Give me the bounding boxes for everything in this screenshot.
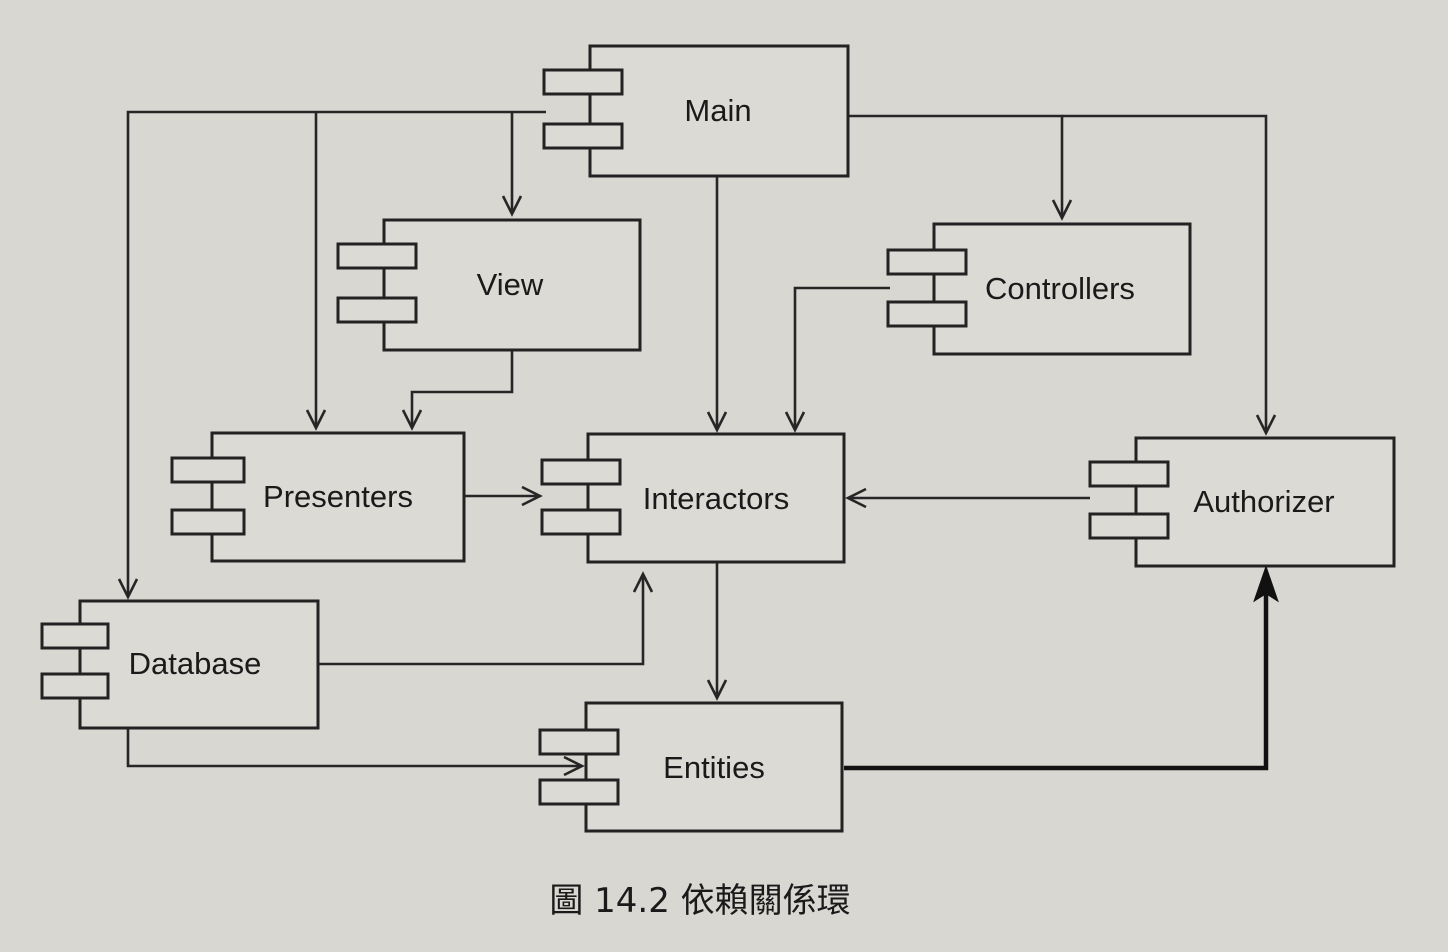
edge-entities-to-authorizer <box>844 590 1269 771</box>
component-tab <box>886 300 968 328</box>
component-body <box>382 218 642 352</box>
arrowhead-presenters-to-interactors <box>521 485 543 507</box>
edge-main-to-authorizer <box>1062 114 1268 433</box>
arrowhead-view-to-presenters <box>401 409 423 431</box>
component-controllers: Controllers <box>886 222 1192 356</box>
edge-main-to-controllers <box>848 114 1064 218</box>
component-tab <box>538 778 620 806</box>
arrowhead-main-to-interactors <box>706 411 728 433</box>
component-entities: Entities <box>538 701 844 833</box>
component-body <box>584 701 844 833</box>
nodes: Main View Controllers Presenters <box>40 44 1396 833</box>
edges <box>117 110 1279 777</box>
component-body <box>78 599 320 730</box>
component-tab <box>886 248 968 276</box>
component-tab <box>170 456 246 484</box>
arrowhead-entities-to-authorizer <box>1253 564 1279 603</box>
component-database: Database <box>40 599 320 730</box>
node-label-entities: Entities <box>663 750 765 785</box>
component-tab <box>540 508 622 536</box>
component-authorizer: Authorizer <box>1088 436 1396 568</box>
edge-main-to-database <box>126 110 546 597</box>
component-tab <box>540 458 622 486</box>
arrowhead-authorizer-to-interactors <box>845 487 867 509</box>
arrowhead-database-to-interactors <box>632 571 654 593</box>
component-body <box>586 432 846 564</box>
component-tab <box>170 508 246 536</box>
node-label-presenters: Presenters <box>263 479 413 514</box>
arrowhead-main-to-presenters <box>305 409 327 431</box>
component-presenters: Presenters <box>170 431 466 563</box>
arrowhead-database-to-entities <box>563 755 585 777</box>
component-body <box>932 222 1192 356</box>
arrowhead-main-to-controllers <box>1051 199 1073 221</box>
figure-caption: 圖 14.2 依賴關係環 <box>549 881 850 921</box>
edge-database-to-interactors <box>318 574 645 666</box>
arrowhead-main-to-authorizer <box>1255 414 1277 436</box>
component-body <box>1134 436 1396 568</box>
node-label-authorizer: Authorizer <box>1193 484 1334 519</box>
arrowhead-main-to-view <box>501 195 523 217</box>
component-body <box>210 431 466 563</box>
component-tab <box>40 672 110 700</box>
component-tab <box>1088 512 1170 540</box>
component-main: Main <box>542 44 850 178</box>
node-label-main: Main <box>684 93 751 128</box>
component-interactors: Interactors <box>540 432 846 564</box>
node-label-view: View <box>477 267 544 302</box>
component-tab <box>40 622 110 650</box>
arrowhead-interactors-to-entities <box>706 679 728 701</box>
node-label-database: Database <box>129 646 262 681</box>
edge-view-to-presenters <box>410 350 514 428</box>
node-label-controllers: Controllers <box>985 271 1135 306</box>
component-tab <box>538 728 620 756</box>
component-tab <box>542 68 624 96</box>
arrowhead-controllers-to-interactors <box>784 411 806 433</box>
edge-database-to-entities <box>126 728 582 768</box>
component-tab <box>336 296 418 324</box>
component-tab <box>542 122 624 150</box>
component-body <box>588 44 850 178</box>
component-view: View <box>336 218 642 352</box>
arrowhead-main-to-database <box>117 578 139 600</box>
component-tab <box>1088 460 1170 488</box>
component-tab <box>336 242 418 270</box>
node-label-interactors: Interactors <box>643 481 789 516</box>
edge-controllers-to-interactors <box>793 286 890 430</box>
